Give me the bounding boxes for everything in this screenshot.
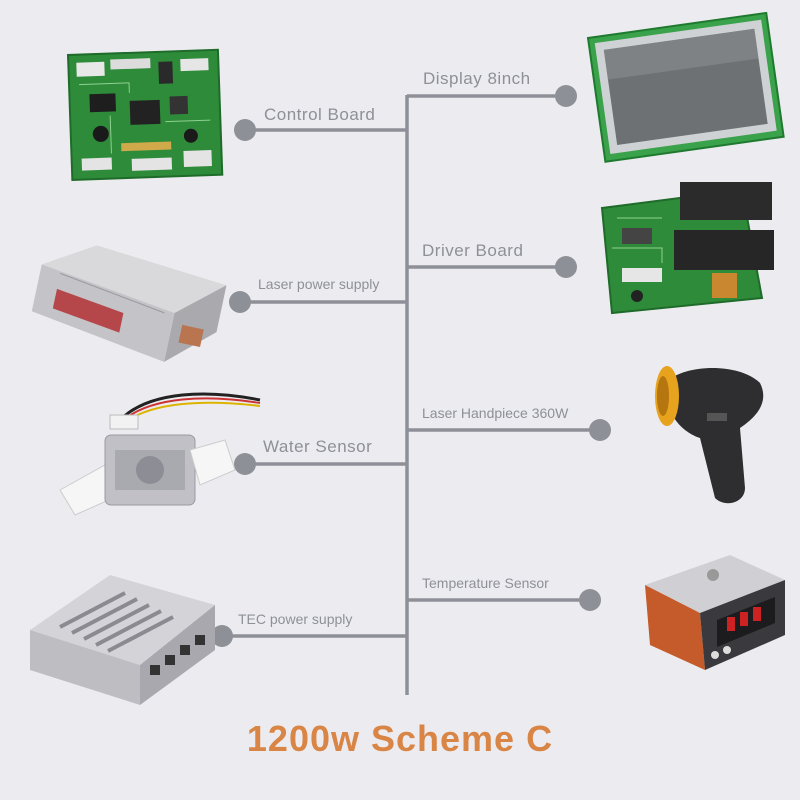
dot-tec-power-supply — [211, 625, 233, 647]
laser-power-supply-icon — [31, 245, 227, 362]
dot-driver-board — [555, 256, 577, 278]
label-tec-power-supply: TEC power supply — [238, 611, 353, 627]
driver-board-icon — [600, 182, 774, 315]
label-display: Display 8inch — [423, 69, 531, 88]
scheme-title: 1200w Scheme C — [246, 718, 554, 759]
connector-dots — [211, 85, 611, 647]
label-water-sensor: Water Sensor — [263, 437, 373, 456]
temperature-controller-icon — [645, 555, 785, 670]
dot-water-sensor — [234, 453, 256, 475]
label-temperature-sensor: Temperature Sensor — [422, 575, 549, 591]
tec-power-supply-icon — [30, 575, 215, 705]
connector-lines — [222, 94, 600, 695]
dot-display — [555, 85, 577, 107]
label-driver-board: Driver Board — [422, 241, 524, 260]
label-control-board: Control Board — [264, 105, 376, 124]
dot-laser-power-supply — [229, 291, 251, 313]
label-laser-power-supply: Laser power supply — [258, 276, 380, 292]
control-board-pcb-icon — [66, 48, 224, 181]
dot-laser-handpiece — [589, 419, 611, 441]
laser-handpiece-icon — [655, 366, 764, 504]
display-screen-icon — [586, 11, 785, 163]
dot-temperature-sensor — [579, 589, 601, 611]
dot-control-board — [234, 119, 256, 141]
water-flow-sensor-icon — [59, 392, 261, 516]
label-laser-handpiece: Laser Handpiece 360W — [422, 405, 569, 421]
